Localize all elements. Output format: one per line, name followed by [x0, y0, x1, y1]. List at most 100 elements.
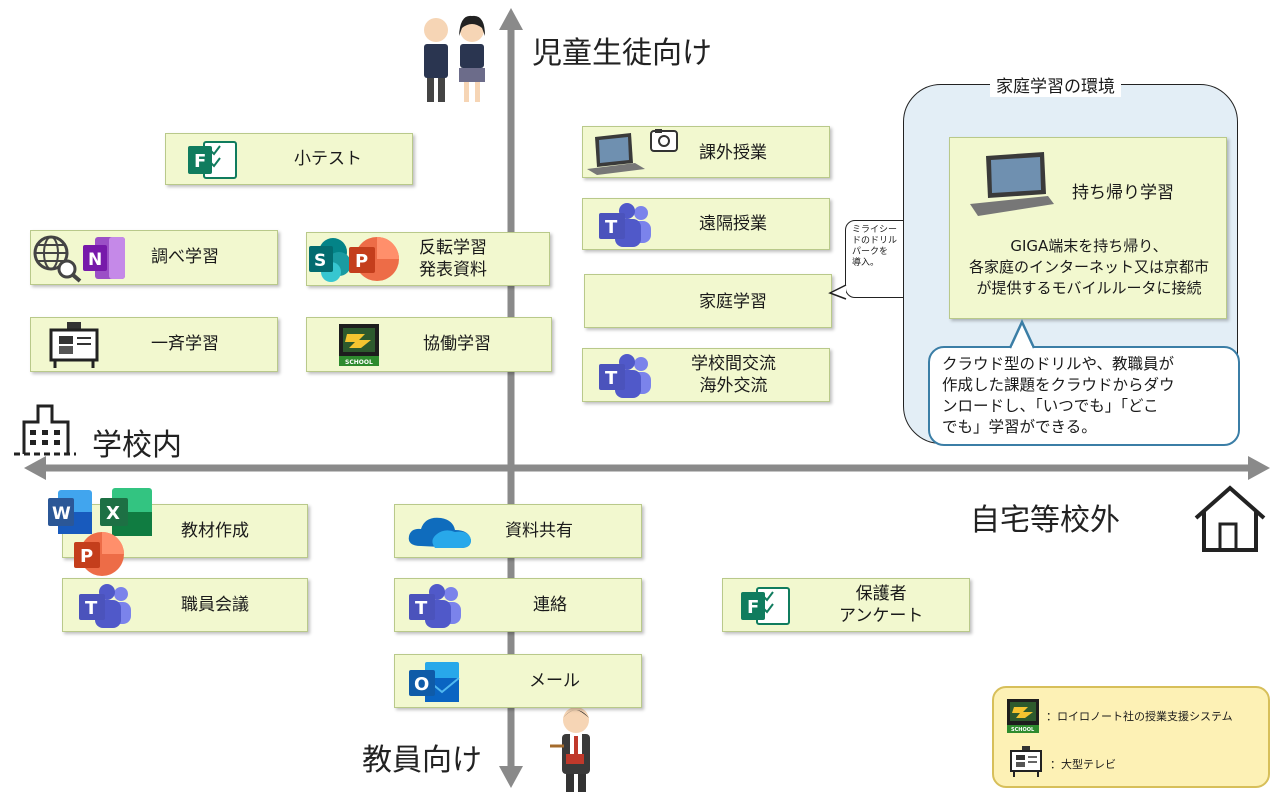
callout-line3: パークを: [852, 247, 889, 257]
axis-label-left: 学校内: [92, 428, 182, 463]
card-mail[interactable]: O メール: [394, 654, 642, 708]
cloud-line2: 作成した課題をクラウドからダウ: [942, 376, 1175, 394]
axis-label-bottom: 教員向け: [362, 743, 482, 778]
teams-icon: T: [79, 584, 131, 628]
card-file-sharing[interactable]: 資料共有: [394, 504, 642, 558]
teams-icon: T: [599, 354, 651, 398]
word-icon: W: [48, 490, 92, 534]
card-label: 一斉学習: [151, 334, 219, 354]
take-home-description: GIGA端末を持ち帰り、 各家庭のインターネット又は京都市 が提供するモバイルル…: [950, 236, 1228, 299]
card-label: 協働学習: [423, 334, 491, 354]
desc-line3: が提供するモバイルルータに接続: [976, 279, 1202, 297]
teams-icon: T: [409, 584, 461, 628]
card-label-line2: アンケート: [839, 606, 924, 626]
svg-text:W: W: [52, 504, 71, 524]
card-simultaneous-learning[interactable]: 一斉学習: [30, 317, 278, 372]
cloud-line4: でも」学習ができる。: [942, 418, 1097, 436]
take-home-title: 持ち帰り学習: [1072, 183, 1174, 203]
callout-line4: 導入。: [852, 258, 880, 268]
callout-line2: ドのドリル: [852, 236, 898, 246]
arrow-left: [24, 456, 46, 480]
laptop-camera-icon: [587, 129, 678, 175]
svg-text:T: T: [605, 217, 618, 238]
sharepoint-icon: S: [309, 238, 351, 282]
card-label: 課外授業: [699, 143, 767, 163]
svg-text:F: F: [194, 151, 206, 172]
arrow-down: [499, 766, 523, 788]
card-staff-meeting[interactable]: T 職員会議: [62, 578, 308, 632]
card-label: 家庭学習: [699, 292, 767, 312]
card-school-exchange[interactable]: T 学校間交流 海外交流: [582, 348, 830, 402]
outlook-icon: O: [409, 662, 460, 702]
excel-icon: X: [100, 488, 152, 536]
card-label: 連絡: [533, 595, 567, 615]
card-remote-class[interactable]: T 遠隔授業: [582, 198, 830, 250]
callout-tail: [828, 284, 847, 300]
arrow-right: [1248, 456, 1270, 480]
card-label-line2: 海外交流: [699, 376, 768, 396]
laptop-icon: [970, 152, 1054, 216]
large-tv-icon: [49, 322, 99, 368]
card-extracurricular[interactable]: 課外授業: [582, 126, 830, 178]
card-collaborative-learning[interactable]: SCHOOL 協働学習: [306, 317, 552, 372]
desc-line2: 各家庭のインターネット又は京都市: [968, 258, 1209, 276]
school-building-icon: [14, 404, 76, 456]
svg-text:P: P: [80, 546, 93, 567]
card-label: メール: [529, 671, 580, 691]
card-label: 学校間交流 海外交流: [691, 353, 776, 397]
globe-search-icon: [33, 235, 82, 283]
card-label-line2: 発表資料: [419, 260, 487, 280]
svg-text:F: F: [747, 597, 759, 618]
teams-icon: T: [599, 203, 651, 247]
card-home-learning[interactable]: 家庭学習: [584, 274, 832, 328]
teacher-illustration: [550, 707, 590, 792]
powerpoint-icon: P: [349, 237, 399, 281]
axis-label-right: 自宅等校外: [970, 503, 1120, 538]
house-icon: [1194, 485, 1266, 552]
loilonote-school-icon: SCHOOL: [339, 324, 379, 366]
onedrive-icon: [408, 517, 471, 548]
loilonote-school-icon: SCHOOL: [1007, 699, 1039, 733]
card-label: 遠隔授業: [699, 214, 767, 234]
forms-icon: F: [188, 141, 237, 179]
callout-line1: ミライシー: [852, 225, 898, 235]
card-take-home-learning[interactable]: 持ち帰り学習 GIGA端末を持ち帰り、 各家庭のインターネット又は京都市 が提供…: [949, 137, 1227, 319]
card-mini-test[interactable]: F 小テスト: [165, 133, 413, 185]
powerpoint-icon: P: [74, 532, 124, 576]
home-environment-title: 家庭学習の環境: [990, 72, 1121, 97]
desc-line1: GIGA端末を持ち帰り、: [1010, 237, 1168, 255]
svg-text:SCHOOL: SCHOOL: [1011, 727, 1035, 733]
arrow-up: [499, 8, 523, 30]
card-label: 調べ学習: [151, 247, 219, 267]
svg-text:N: N: [88, 250, 102, 270]
card-label: 保護者 アンケート: [839, 583, 923, 627]
cloud-drill-callout: クラウド型のドリルや、教職員が 作成した課題をクラウドからダウ ンロードし、「い…: [928, 346, 1240, 446]
svg-text:T: T: [415, 598, 428, 619]
svg-text:X: X: [106, 503, 120, 524]
card-label: 教材作成: [181, 521, 249, 541]
card-label-line1: 保護者: [855, 584, 907, 604]
svg-text:T: T: [85, 598, 98, 619]
legend-school-app: ：ロイロノート社の授業支援システム: [1046, 710, 1233, 723]
cloud-line1: クラウド型のドリルや、教職員が: [942, 355, 1175, 373]
svg-text:S: S: [314, 251, 326, 271]
card-label: 反転学習 発表資料: [419, 237, 487, 281]
svg-text:T: T: [605, 368, 618, 389]
large-tv-icon: [1010, 746, 1042, 777]
onenote-icon: N: [83, 237, 125, 279]
axis-label-top: 児童生徒向け: [532, 36, 712, 71]
card-label: 小テスト: [294, 149, 362, 169]
forms-icon: F: [741, 587, 790, 625]
card-research[interactable]: N 調べ学習: [30, 230, 278, 285]
svg-text:SCHOOL: SCHOOL: [345, 359, 373, 366]
card-contact[interactable]: T 連絡: [394, 578, 642, 632]
card-label: 職員会議: [181, 595, 249, 615]
card-flipped-learning[interactable]: S P 反転学習 発表資料: [306, 232, 550, 286]
cloud-line3: ンロードし、「いつでも」「どこ: [942, 397, 1159, 415]
card-label-line1: 学校間交流: [691, 354, 776, 374]
cloud-callout-tail: [1008, 319, 1036, 350]
card-label-line1: 反転学習: [419, 238, 487, 258]
legend-big-tv: ：大型テレビ: [1050, 758, 1116, 771]
card-guardian-survey[interactable]: F 保護者 アンケート: [722, 578, 970, 632]
